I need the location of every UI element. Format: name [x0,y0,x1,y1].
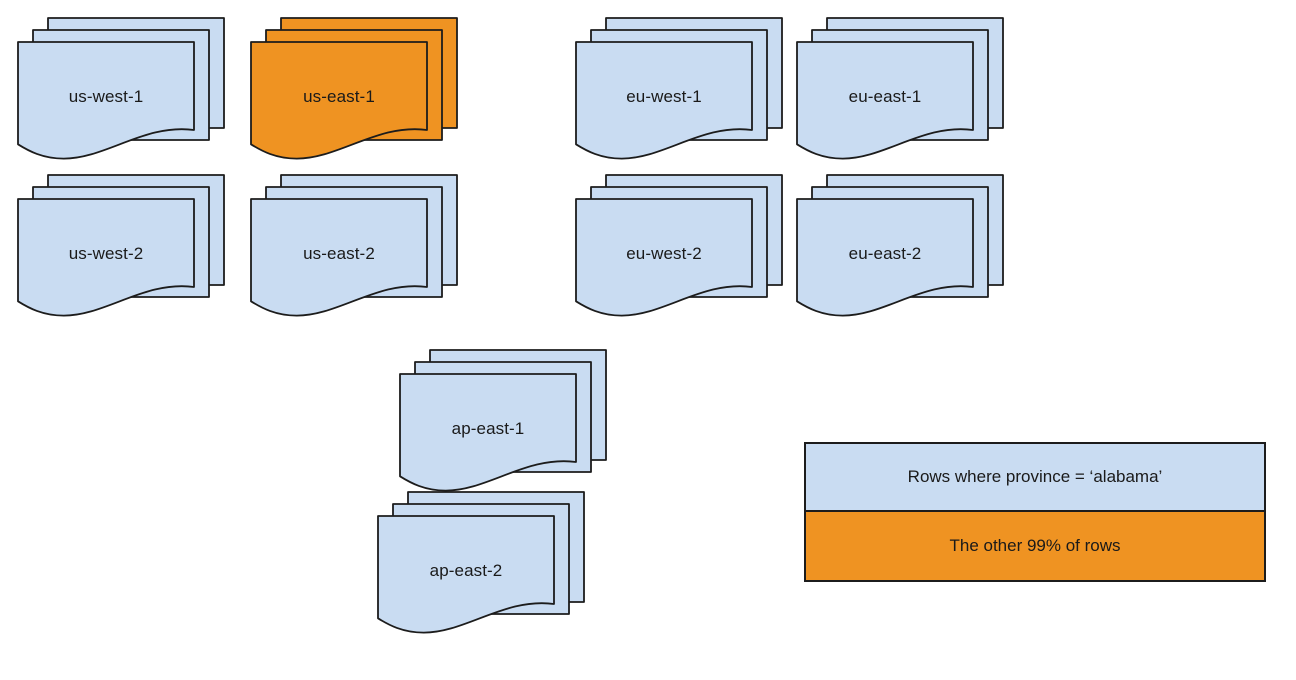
document-stack-ap-east-1[interactable]: ap-east-1 [399,349,607,502]
stack-sheet [250,198,428,317]
stack-sheet [250,41,428,160]
document-stack-eu-west-1[interactable]: eu-west-1 [575,17,783,170]
stack-sheet [796,41,974,160]
stack-sheet [575,198,753,317]
legend-row-orange: The other 99% of rows [806,512,1264,580]
stack-sheet [17,41,195,160]
document-stack-eu-east-1[interactable]: eu-east-1 [796,17,1004,170]
document-stack-us-east-2[interactable]: us-east-2 [250,174,458,327]
stack-sheet [399,373,577,492]
stack-sheet [377,515,555,634]
stack-sheet [17,198,195,317]
document-stack-eu-east-2[interactable]: eu-east-2 [796,174,1004,327]
document-stack-eu-west-2[interactable]: eu-west-2 [575,174,783,327]
stack-sheet [796,198,974,317]
document-stack-us-east-1[interactable]: us-east-1 [250,17,458,170]
document-stack-ap-east-2[interactable]: ap-east-2 [377,491,585,644]
legend-row-blue: Rows where province = ‘alabama’ [806,444,1264,512]
legend: Rows where province = ‘alabama’ The othe… [804,442,1266,582]
stack-sheet [575,41,753,160]
document-stack-us-west-1[interactable]: us-west-1 [17,17,225,170]
document-stack-us-west-2[interactable]: us-west-2 [17,174,225,327]
